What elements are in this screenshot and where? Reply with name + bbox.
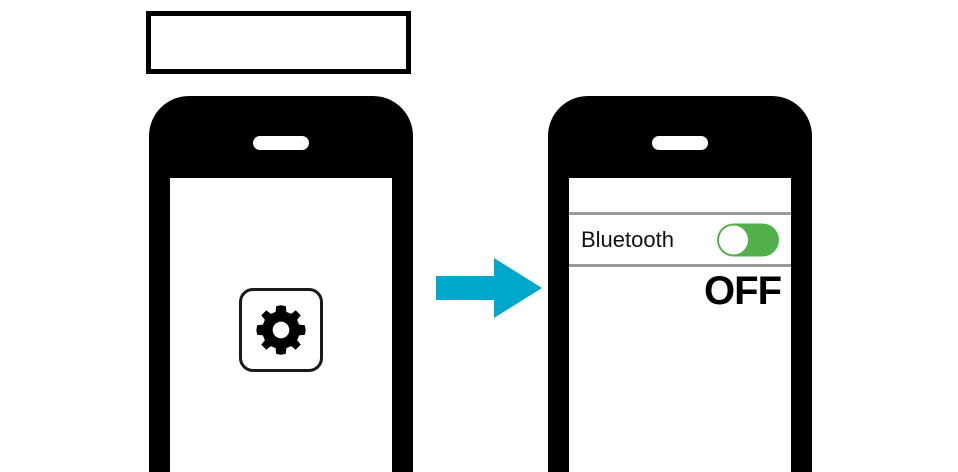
- gear-icon: [256, 305, 306, 355]
- caption-text: [151, 16, 406, 69]
- transition-arrow: [436, 256, 542, 320]
- arrow-right-icon: [436, 258, 542, 318]
- phone-before-screen: [170, 178, 392, 472]
- settings-app-icon-button[interactable]: [239, 288, 323, 372]
- phone-speaker-icon: [652, 136, 708, 150]
- bluetooth-label: Bluetooth: [581, 226, 674, 252]
- off-annotation-area: OFF: [569, 267, 791, 327]
- caption-box: [146, 11, 411, 74]
- phone-after: Bluetooth OFF: [548, 96, 812, 472]
- toggle-knob[interactable]: [719, 225, 748, 254]
- phone-after-screen: Bluetooth OFF: [569, 178, 791, 472]
- phone-speaker-icon: [253, 136, 309, 150]
- bluetooth-toggle[interactable]: [717, 223, 779, 256]
- settings-row-bluetooth[interactable]: Bluetooth: [569, 215, 791, 267]
- off-label: OFF: [704, 269, 782, 313]
- status-strip: [569, 178, 791, 215]
- phone-before: [149, 96, 413, 472]
